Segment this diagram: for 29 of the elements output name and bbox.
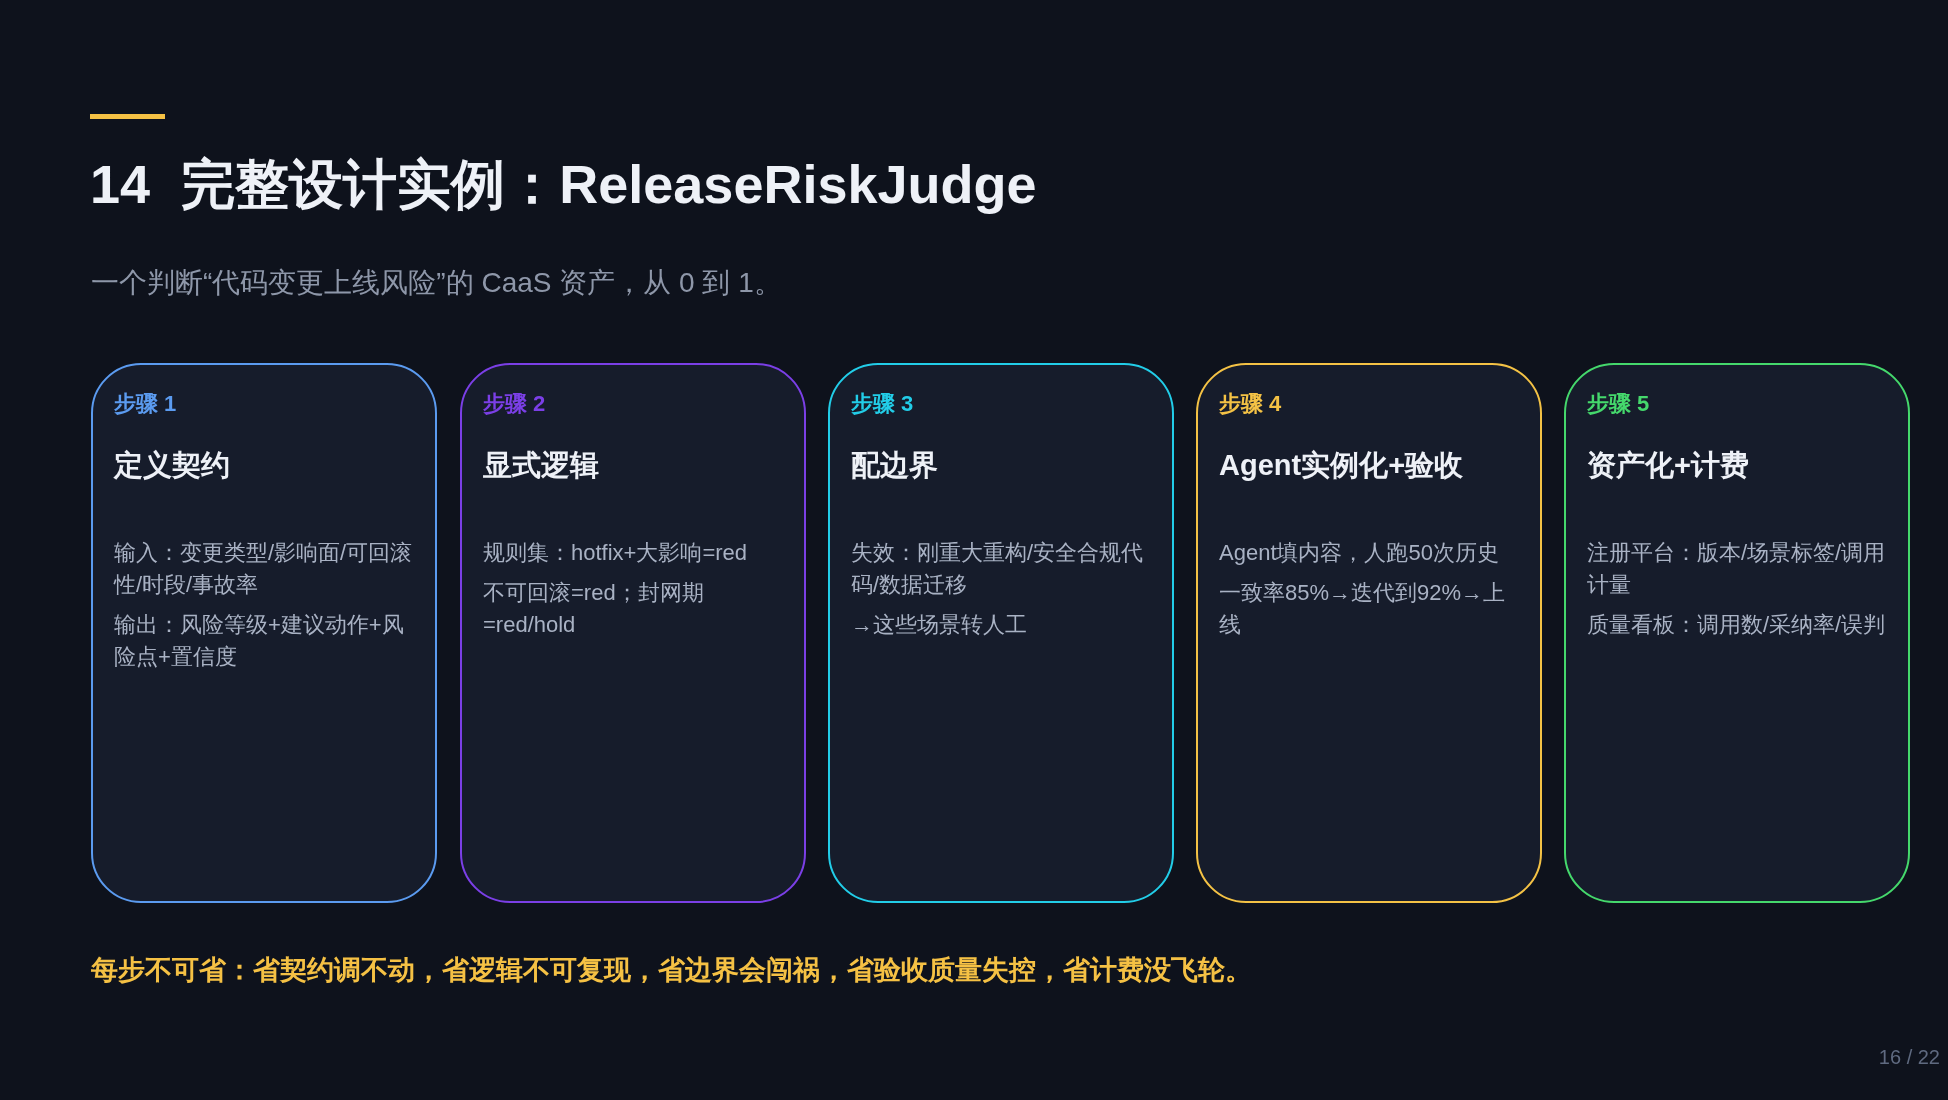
step-label: 步骤 4 xyxy=(1219,391,1283,417)
step-label: 步骤 1 xyxy=(114,391,178,417)
slide-title: 14 完整设计实例：ReleaseRiskJudge xyxy=(90,153,1037,216)
card-text: 规则集：hotfix+大影响=red xyxy=(483,539,749,567)
card-text: 输入：变更类型/影响面/可回滚性/时段/事故率 xyxy=(114,539,414,599)
card-title: 显式逻辑 xyxy=(483,448,600,483)
step-label: 步骤 5 xyxy=(1587,391,1651,417)
step-label: 步骤 2 xyxy=(483,391,547,417)
card-text: Agent填内容，人跑50次历史 xyxy=(1219,539,1500,567)
footer-note: 每步不可省：省契约调不动，省逻辑不可复现，省边界会闯祸，省验收质量失控，省计费没飞轮。 xyxy=(91,954,1252,987)
card-title: 配边界 xyxy=(851,448,939,483)
page-number: 16 / 22 xyxy=(1878,1045,1940,1070)
card-text: 失效：刚重大重构/安全合规代码/数据迁移 xyxy=(851,539,1145,599)
card-text: 一致率85%→迭代到92%→上线 xyxy=(1219,579,1507,639)
step-card xyxy=(1196,363,1542,903)
step-card xyxy=(828,363,1174,903)
step-card xyxy=(1564,363,1910,903)
card-text: 注册平台：版本/场景标签/调用计量 xyxy=(1587,539,1887,599)
card-text: 不可回滚=red；封网期=red/hold xyxy=(483,579,705,639)
card-title: 资产化+计费 xyxy=(1587,448,1750,483)
step-label: 步骤 3 xyxy=(851,391,915,417)
card-title: 定义契约 xyxy=(114,448,231,483)
step-card xyxy=(460,363,806,903)
subtitle: 一个判断“代码变更上线风险”的 CaaS 资产，从 0 到 1。 xyxy=(91,266,782,300)
card-text: 输出：风险等级+建议动作+风险点+置信度 xyxy=(114,611,405,671)
card-text: →这些场景转人工 xyxy=(851,611,1028,639)
card-text: 质量看板：调用数/采纳率/误判 xyxy=(1587,611,1887,639)
card-title: Agent实例化+验收 xyxy=(1219,448,1465,483)
step-card xyxy=(91,363,437,903)
